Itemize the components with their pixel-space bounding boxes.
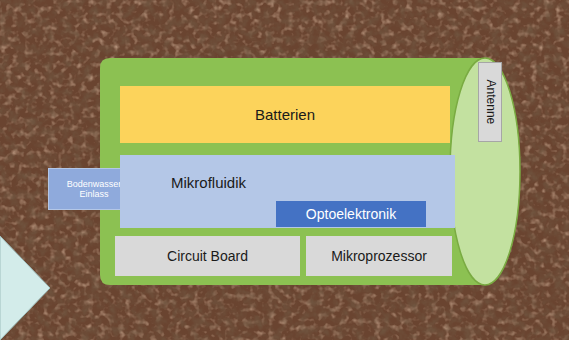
box-label: Bodenwasser Einlass	[63, 179, 125, 200]
antenna-box: Antenne	[478, 62, 502, 142]
box-label: Batterien	[255, 106, 315, 123]
box-label: Mikroprozessor	[331, 248, 427, 264]
capsule-body	[100, 58, 485, 285]
microfluidics-box: Optoelektronik Mikrofluidik	[120, 155, 455, 228]
box-label: Antenne	[483, 80, 497, 125]
box-label: Circuit Board	[167, 248, 248, 264]
corner-triangle	[0, 236, 50, 340]
capsule-end	[450, 58, 520, 285]
processor-box: Mikroprozessor	[306, 236, 452, 276]
circuit-board-box: Circuit Board	[115, 236, 300, 276]
box-label: Optoelektronik	[306, 206, 396, 222]
box-label: Mikrofluidik	[171, 174, 246, 191]
optoelectronics-box: Optoelektronik	[276, 201, 426, 227]
battery-box: Batterien	[120, 86, 450, 143]
